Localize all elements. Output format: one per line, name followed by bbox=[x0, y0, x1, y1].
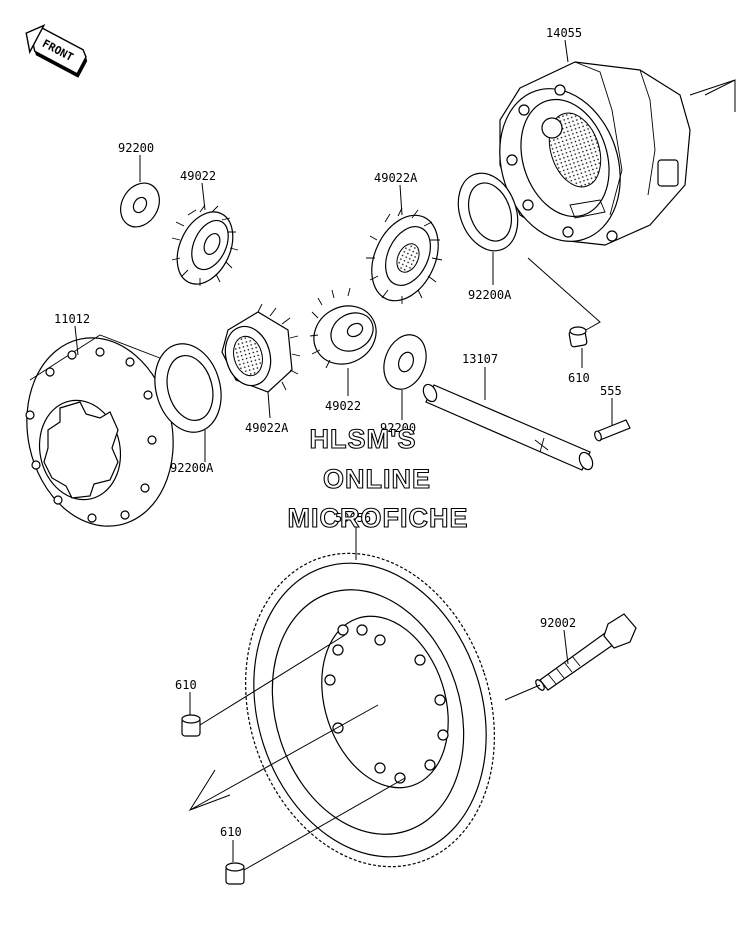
leader-610-right bbox=[527, 257, 601, 331]
label-14055: 14055 bbox=[546, 26, 582, 40]
watermark-line-2: ONLINE bbox=[323, 464, 431, 494]
arrow-59056-axis bbox=[188, 704, 379, 811]
label-92200-top: 92200 bbox=[118, 141, 154, 155]
leader-49022-top bbox=[201, 182, 206, 211]
part-610-pin-bottom[interactable] bbox=[225, 862, 245, 885]
label-13107: 13107 bbox=[462, 352, 498, 366]
leader-610-bottom-axis bbox=[243, 777, 406, 871]
label-49022-mid: 49022 bbox=[325, 399, 361, 413]
label-555: 555 bbox=[600, 384, 622, 398]
label-92200-mid: 92200 bbox=[380, 421, 416, 435]
label-92002: 92002 bbox=[540, 616, 576, 630]
part-92002-bolt[interactable] bbox=[534, 613, 637, 692]
part-610-pin-left[interactable] bbox=[181, 714, 201, 737]
watermark-line-1: HLSM'S bbox=[310, 424, 417, 454]
watermark-line-3: MICROFICHE bbox=[288, 503, 469, 533]
part-92200-washer-mid[interactable] bbox=[377, 329, 434, 395]
leader-49022A-mid bbox=[267, 391, 271, 419]
leader-49022A-top bbox=[399, 184, 403, 216]
label-49022-top: 49022 bbox=[180, 169, 216, 183]
part-49022A-bevel-gear-mid[interactable] bbox=[219, 303, 301, 393]
label-610-right: 610 bbox=[568, 371, 590, 385]
label-11012: 11012 bbox=[54, 312, 90, 326]
leader-14055-arrow bbox=[689, 79, 736, 96]
part-555-roll-pin[interactable] bbox=[593, 419, 631, 442]
part-11012-carrier-plate[interactable] bbox=[10, 324, 190, 540]
label-59056: 59056 bbox=[335, 511, 371, 525]
leader-11012 bbox=[74, 325, 79, 356]
leader-92002-axis bbox=[504, 684, 541, 701]
label-49022A-mid: 49022A bbox=[245, 421, 289, 435]
part-92200A-washer-left[interactable] bbox=[145, 336, 230, 439]
front-direction-badge: FRONT bbox=[25, 24, 88, 78]
part-49022-bevel-gear-top[interactable] bbox=[166, 203, 243, 293]
label-610-left: 610 bbox=[175, 678, 197, 692]
part-49022A-bevel-gear-top[interactable] bbox=[359, 205, 451, 312]
part-49022-bevel-gear-mid[interactable] bbox=[303, 287, 386, 375]
watermark: HLSM'S ONLINE MICROFICHE bbox=[287, 423, 469, 533]
leader-92002 bbox=[563, 629, 569, 665]
part-92200A-washer-right[interactable] bbox=[448, 165, 528, 259]
leader-14055 bbox=[564, 39, 569, 63]
label-610-bottom: 610 bbox=[220, 825, 242, 839]
leader-610-left-axis bbox=[199, 634, 346, 726]
part-92200-washer-top[interactable] bbox=[113, 176, 167, 234]
part-14055-differential-case[interactable] bbox=[481, 61, 691, 257]
label-92200A-left: 92200A bbox=[170, 461, 214, 475]
label-49022A-top: 49022A bbox=[374, 171, 418, 185]
part-610-pin-right[interactable] bbox=[568, 326, 588, 348]
label-92200A-right: 92200A bbox=[468, 288, 512, 302]
part-13107-pinion-shaft[interactable] bbox=[421, 382, 595, 471]
arrow-14055 bbox=[704, 79, 736, 112]
